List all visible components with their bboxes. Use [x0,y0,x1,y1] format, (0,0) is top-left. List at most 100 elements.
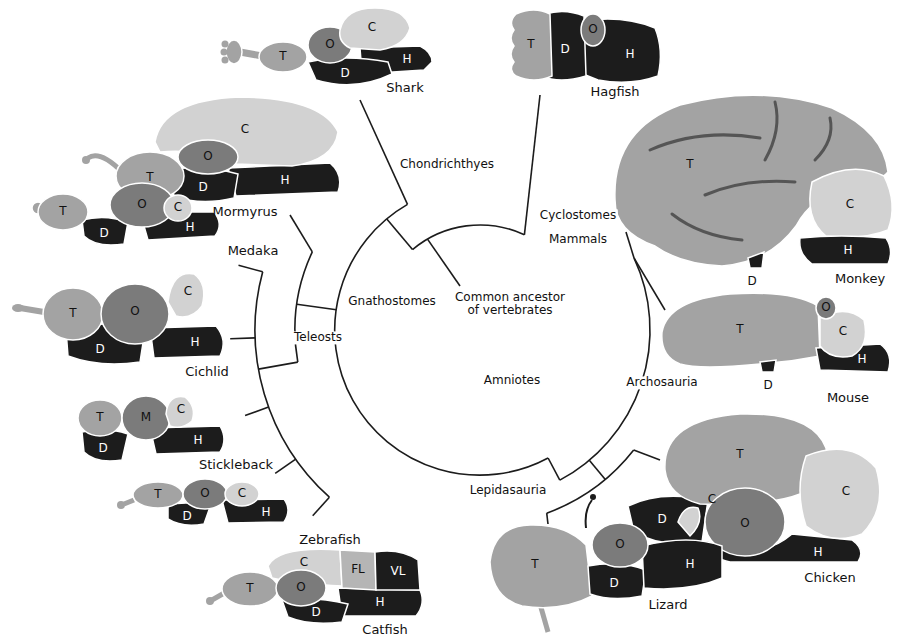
region-letter: C [368,21,376,34]
tree-branch [589,460,605,479]
sulcus [705,181,795,195]
zebrafish-brain [117,479,288,525]
species-name: Zebrafish [299,533,361,547]
region-letter: H [280,174,289,187]
optic-tectum [816,297,836,319]
region-letter: H [685,558,694,571]
tree-branch [297,304,337,310]
telencephalon [662,293,820,367]
sulci [650,102,831,240]
region-letter: D [340,67,349,80]
tree-branch [275,459,296,473]
tree-branch [239,265,263,272]
midbrain [122,396,170,440]
region-letter: D [763,379,772,392]
region-letter: C [184,285,192,298]
telencephalon [490,525,592,608]
olfactory-bulb [82,156,90,164]
optic-tectum [183,479,227,509]
region-letter: T [96,411,103,424]
tree-branch [360,100,408,204]
region-letter: T [146,171,153,184]
species-name: Catfish [362,623,407,637]
region-letter: D [560,43,569,56]
tree-branch [230,337,255,339]
region-letter: C [839,325,847,338]
region-letter: D [99,227,108,240]
region-letter: T [59,205,66,218]
species-name: Cichlid [185,365,229,379]
region-letter: H [843,244,852,257]
tree-branch [413,225,525,250]
region-letter: D [311,606,320,619]
clade-name: Gnathostomes [346,295,438,308]
region-letter: H [813,546,822,559]
species-name: Monkey [835,272,885,286]
telencephalon [133,482,183,508]
clade-name: Lepidasauria [468,484,549,497]
telencephalon [222,572,278,606]
vagal-lobe [375,551,420,590]
region-letter: C [238,487,246,500]
tree-branch [428,239,461,286]
monkey-brain [615,95,892,268]
species-name: Stickleback [199,458,273,472]
region-letter: O [200,487,209,500]
pineal-body [590,494,596,500]
region-letter: H [261,506,270,519]
clade-name: Cyclostomes [538,209,618,222]
region-letter: T [69,307,76,320]
region-letter: O [325,38,334,51]
region-letter: C [846,198,854,211]
medaka-brain [32,183,219,245]
region-letter: H [375,596,384,609]
region-letter: O [137,198,146,211]
telencephalon [38,194,88,230]
region-letter: T [246,582,253,595]
region-letter: O [588,23,597,36]
hagfish-brain [511,10,660,82]
olfactory-bulb [222,41,229,48]
cerebellum [800,449,880,538]
telencephalon [43,288,103,340]
optic-tectum [592,523,648,567]
shark-brain [221,8,433,85]
tree-branch [548,458,560,480]
tree-branch [547,513,548,524]
clade-name: Teleosts [292,331,344,344]
region-letter: T [154,488,161,501]
tree-branch [258,362,297,369]
region-letter: D [182,510,191,523]
olfactory-bulb [222,57,229,64]
optic-tectum [178,140,238,174]
region-letter: D [95,343,104,356]
facial-lobe [340,550,376,590]
region-letter: H [625,48,634,61]
tree-branch [313,497,330,516]
diencephalon [588,564,646,599]
region-letter: VL [391,565,406,578]
species-name: Hagfish [590,85,639,99]
olfactory-stalk [124,500,134,504]
diencephalon [760,360,776,372]
region-letter: D [747,275,756,288]
tree-branch [335,204,548,475]
region-letter: C [842,485,850,498]
species-name: Mouse [827,391,869,405]
region-letter: T [686,158,693,171]
region-letter: T [279,50,286,63]
tree-branch [387,219,413,250]
hindbrain [338,588,422,616]
lizard-brain [490,494,722,632]
region-letter: C [241,123,249,136]
optic-tectum [101,284,169,344]
region-letter: O [740,517,749,530]
region-letter: T [527,38,534,51]
region-letter: H [857,353,866,366]
region-letter: O [296,581,305,594]
tree-branch [626,232,634,258]
region-letter: D [609,577,618,590]
pineal-stalk [586,500,592,528]
region-letter: H [185,221,194,234]
